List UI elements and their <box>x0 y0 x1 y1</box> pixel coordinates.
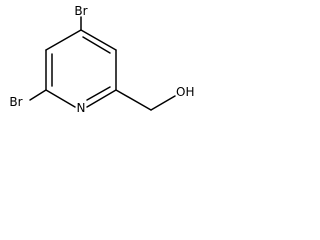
double-bond-c4-c3 <box>82 36 111 54</box>
chemical-structure-diagram: Br Br N OH <box>9 4 194 115</box>
bond-c2-n <box>86 89 117 108</box>
atom-label-hydroxyl: OH <box>176 85 194 99</box>
bond-n-c6 <box>45 89 76 108</box>
atom-label-nitrogen: N <box>77 101 86 115</box>
double-bond-c2-n <box>86 86 111 101</box>
bond-c6-br <box>29 89 47 101</box>
bond-ch2-oh <box>150 95 176 111</box>
bond-c5-c4 <box>45 29 82 51</box>
bond-c2-ch2 <box>115 89 152 111</box>
atom-label-br-top: Br <box>74 4 87 18</box>
atom-label-br-left: Br <box>9 95 22 109</box>
bond-c4-c3 <box>80 29 117 51</box>
